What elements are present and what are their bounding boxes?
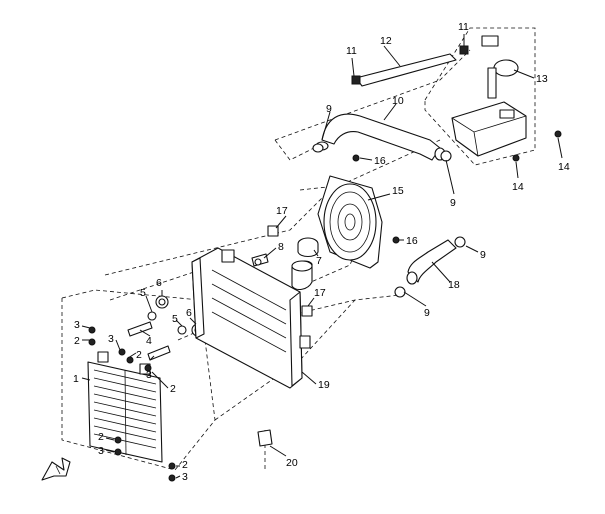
callout-9: 9 (326, 103, 332, 115)
callout-labels: 1 2 3 3 2 3 2 4 5 5 6 6 2 3 2 3 7 8 17 1… (73, 21, 570, 483)
callout-15: 15 (392, 185, 404, 197)
overflow-hose (355, 53, 457, 87)
fan-clip-lower (301, 305, 313, 317)
callout-10: 10 (392, 95, 404, 107)
callout-2: 2 (182, 459, 188, 471)
callout-9: 9 (480, 249, 486, 261)
radiator-guard-grille (87, 351, 163, 463)
callout-3: 3 (98, 445, 104, 457)
callout-3: 3 (108, 333, 114, 345)
fan-clip-upper (267, 225, 279, 237)
coolant-reservoir-tank (451, 35, 527, 157)
callout-14: 14 (512, 181, 524, 193)
fan-screws (352, 154, 400, 244)
callout-19: 19 (318, 379, 330, 391)
callout-6: 6 (186, 307, 192, 319)
callout-14: 14 (558, 161, 570, 173)
callout-7: 7 (316, 255, 322, 267)
callout-5: 5 (172, 313, 178, 325)
tank-bolts (512, 130, 562, 162)
lower-coolant-hose (406, 239, 457, 285)
radiator-cap (297, 237, 319, 258)
callout-16: 16 (374, 155, 386, 167)
front-direction-arrow-icon (41, 457, 71, 481)
callout-17: 17 (314, 287, 326, 299)
callout-18: 18 (448, 279, 460, 291)
callout-11: 11 (458, 21, 469, 33)
callout-9: 9 (450, 197, 456, 209)
callout-3: 3 (74, 319, 80, 331)
callout-6: 6 (156, 277, 162, 289)
callout-11: 11 (346, 45, 357, 57)
callout-4: 4 (146, 335, 152, 347)
callout-2: 2 (74, 335, 80, 347)
callout-1: 1 (73, 373, 79, 385)
callout-8: 8 (278, 241, 284, 253)
cooling-fan (317, 175, 383, 269)
callout-3: 3 (146, 369, 152, 381)
callout-12: 12 (380, 35, 392, 47)
callout-2: 2 (136, 349, 142, 361)
callout-2: 2 (98, 431, 104, 443)
leader-lines (81, 34, 563, 479)
hose-clamps (312, 143, 466, 298)
radiator-core (191, 247, 313, 389)
cap-bolt (251, 253, 269, 267)
dashed-assembly-lines (61, 27, 536, 471)
drain-grommet (257, 429, 273, 447)
callout-20: 20 (286, 457, 298, 469)
callout-13: 13 (536, 73, 548, 85)
upper-coolant-hose (315, 113, 446, 161)
grille-fasteners (88, 326, 176, 482)
callout-17: 17 (276, 205, 288, 217)
callout-16: 16 (406, 235, 418, 247)
callout-2: 2 (170, 383, 176, 395)
callout-9: 9 (424, 307, 430, 319)
callout-3: 3 (182, 471, 188, 483)
callout-5: 5 (140, 287, 146, 299)
